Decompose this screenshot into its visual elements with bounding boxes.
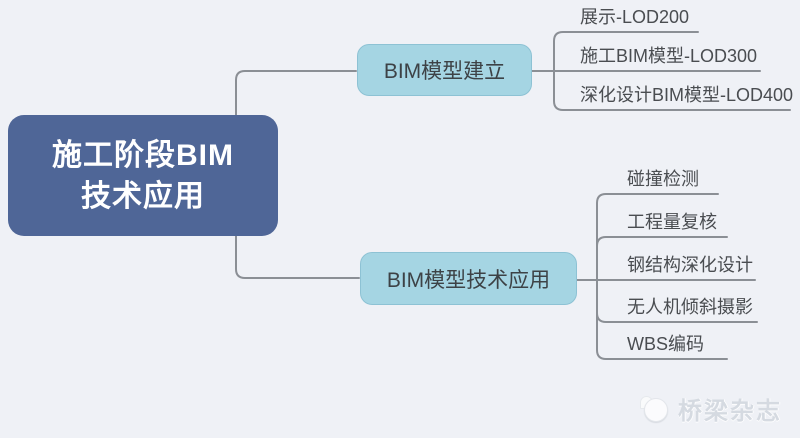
watermark: 桥梁杂志 — [640, 391, 782, 426]
leaf-node-steel-structure-detailing[interactable]: 钢结构深化设计 — [627, 255, 753, 275]
watermark-label: 桥梁杂志 — [678, 398, 782, 425]
branch-node-bim-model-application[interactable]: BIM模型技术应用 — [360, 252, 577, 305]
leaf-node-lod400[interactable]: 深化设计BIM模型-LOD400 — [580, 85, 794, 105]
bridge-magazine-logo-icon — [640, 394, 670, 424]
branch-node-label: BIM模型技术应用 — [386, 268, 551, 292]
leaf-node-uav-oblique-photography[interactable]: 无人机倾斜摄影 — [627, 297, 753, 317]
root-node-label-line1: 施工阶段BIM — [52, 138, 234, 172]
leaf-node-clash-detection[interactable]: 碰撞检测 — [627, 169, 699, 189]
leaf-node-wbs-coding[interactable]: WBS编码 — [627, 334, 705, 354]
leaf-node-lod200[interactable]: 展示-LOD200 — [580, 7, 690, 27]
root-node-label-line2: 技术应用 — [81, 179, 205, 213]
leaf-node-lod300[interactable]: 施工BIM模型-LOD300 — [580, 46, 758, 66]
branch-node-bim-model-creation[interactable]: BIM模型建立 — [357, 44, 532, 96]
branch-node-label: BIM模型建立 — [383, 60, 506, 83]
leaf-node-quantity-check[interactable]: 工程量复核 — [627, 212, 717, 232]
root-node-construction-bim[interactable]: 施工阶段BIM 技术应用 — [8, 115, 278, 236]
